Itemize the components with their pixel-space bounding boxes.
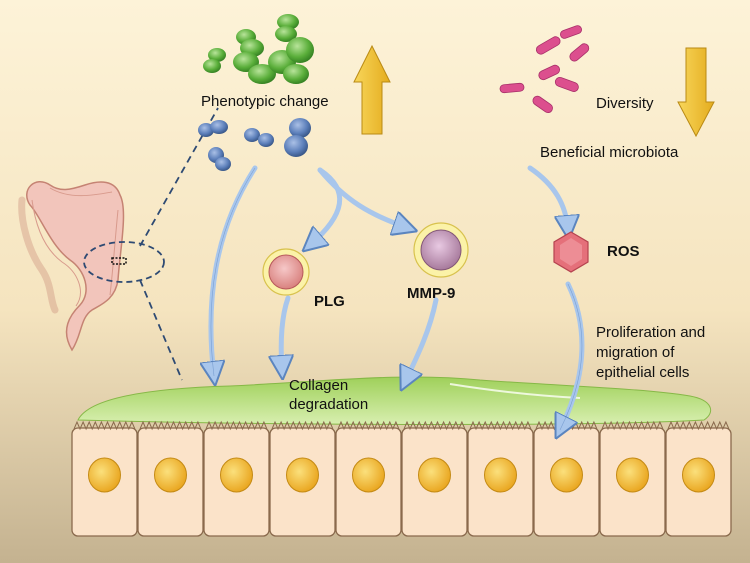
blue-bacteria-cluster: [198, 118, 311, 171]
epithelial-cell: [203, 420, 270, 537]
colon-illustration: [18, 181, 125, 352]
plg-cell: [262, 248, 310, 296]
epithelial-cell: [533, 420, 600, 537]
ros-label: ROS: [607, 243, 640, 260]
magnifier-ellipse: [83, 241, 165, 283]
cell-nucleus: [418, 457, 451, 493]
mucus-layer: [77, 376, 712, 425]
cell-nucleus: [88, 457, 121, 493]
diversity-label: Diversity: [596, 95, 654, 112]
cell-nucleus: [550, 457, 583, 493]
cell-nucleus: [220, 457, 253, 493]
epithelial-cell: [137, 420, 204, 537]
pink-rod-bacteria: [499, 25, 590, 114]
decrease-arrow-icon: [677, 47, 715, 138]
cell-nucleus: [616, 457, 649, 493]
arrow-plg-to-collagen: [281, 295, 288, 370]
epithelial-cell: [665, 420, 732, 537]
epithelial-cell-layer: [71, 420, 732, 537]
arrow-microbiota-to-ros: [527, 165, 568, 230]
epithelial-cell: [599, 420, 666, 537]
beneficial-microbiota-label: Beneficial microbiota: [540, 144, 679, 161]
epithelial-cell: [335, 420, 402, 537]
cell-nucleus: [682, 457, 715, 493]
cell-nucleus: [154, 457, 187, 493]
plg-label: PLG: [314, 293, 345, 310]
phenotypic-change-label: Phenotypic change: [201, 93, 329, 110]
mmp9-cell: [413, 222, 469, 278]
cell-nucleus: [352, 457, 385, 493]
cell-nucleus: [286, 457, 319, 493]
zoom-line-lower: [139, 279, 183, 381]
epithelial-cell: [269, 420, 336, 537]
collagen-label: Collagen: [289, 377, 348, 394]
proliferation-label-line2: migration of: [596, 344, 675, 361]
epithelial-cell: [71, 420, 138, 537]
increase-arrow-icon: [353, 44, 391, 135]
green-bacteria-cluster: [203, 14, 314, 84]
ros-hexagon: [553, 231, 589, 273]
epithelial-cell: [467, 420, 534, 537]
colon-detail-marker: [111, 257, 127, 265]
proliferation-label-line3: epithelial cells: [596, 364, 689, 381]
cell-nucleus: [484, 457, 517, 493]
epithelial-cell: [401, 420, 468, 537]
arrow-mmp9-to-collagen: [405, 297, 439, 382]
arrow-bacteria-to-mmp9: [317, 167, 408, 228]
proliferation-label-line1: Proliferation and: [596, 324, 705, 341]
degradation-label: degradation: [289, 396, 368, 413]
mmp9-label: MMP-9: [407, 285, 455, 302]
